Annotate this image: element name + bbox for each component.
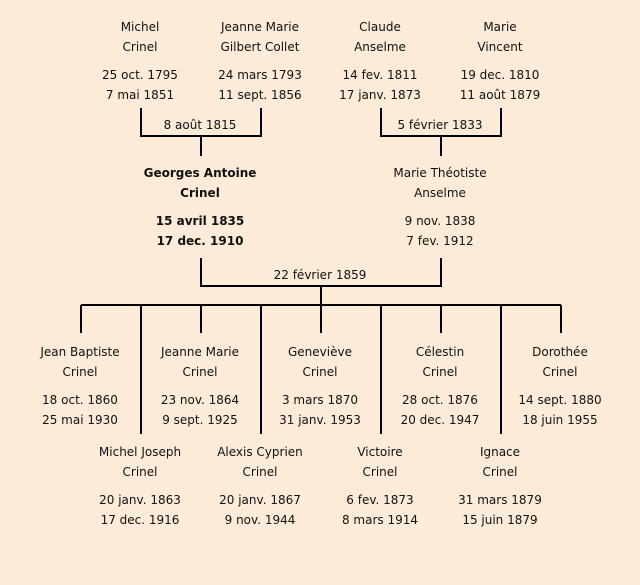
person-last-name: Crinel — [302, 365, 338, 379]
birth-date: 14 fev. 1811 — [342, 68, 418, 82]
person-dates: 31 mars 1879 15 juin 1879 — [440, 490, 560, 530]
birth-date: 3 mars 1870 — [281, 393, 359, 407]
person-dates: 23 nov. 1864 9 sept. 1925 — [140, 390, 260, 430]
person-last-name: Crinel — [182, 365, 218, 379]
death-date: 20 dec. 1947 — [400, 413, 480, 427]
person-dates: 25 oct. 1795 7 mai 1851 — [80, 65, 200, 105]
maternal-marriage-bracket — [380, 108, 502, 156]
person-first-name: Dorothée — [532, 345, 588, 359]
death-date: 17 dec. 1910 — [156, 234, 244, 248]
person-dates: 19 dec. 1810 11 août 1879 — [440, 65, 560, 105]
birth-date: 14 sept. 1880 — [518, 393, 602, 407]
death-date: 18 juin 1955 — [522, 413, 598, 427]
person-last-name: Anselme — [354, 40, 406, 54]
birth-date: 25 oct. 1795 — [102, 68, 178, 82]
person-last-name: Crinel — [542, 365, 578, 379]
marriage-date-parents: 22 février 1859 — [273, 268, 367, 282]
person-dates: 20 janv. 1863 17 dec. 1916 — [80, 490, 200, 530]
death-date: 11 août 1879 — [459, 88, 541, 102]
person-last-name: Anselme — [414, 186, 466, 200]
person-last-name: Crinel — [422, 365, 458, 379]
paternal-marriage-bracket — [140, 108, 262, 156]
person-first-name: Marie Théotiste — [393, 166, 487, 180]
person-dates: 28 oct. 1876 20 dec. 1947 — [380, 390, 500, 430]
death-date: 25 mai 1930 — [42, 413, 118, 427]
birth-date: 23 nov. 1864 — [160, 393, 240, 407]
person-last-name: Crinel — [362, 465, 398, 479]
birth-date: 31 mars 1879 — [458, 493, 542, 507]
person-last-name: Crinel — [122, 465, 158, 479]
birth-date: 20 janv. 1867 — [219, 493, 301, 507]
person-first-name: Michel — [120, 20, 160, 34]
death-date: 17 dec. 1916 — [100, 513, 180, 527]
person-dates: 18 oct. 1860 25 mai 1930 — [20, 390, 140, 430]
person-first-name: Jean Baptiste — [40, 345, 120, 359]
death-date: 9 sept. 1925 — [162, 413, 238, 427]
person-last-name: Crinel — [62, 365, 98, 379]
parents-marriage-bracket — [200, 258, 442, 305]
person-first-name: Marie — [483, 20, 517, 34]
birth-date: 6 fev. 1873 — [346, 493, 414, 507]
marriage-date-paternal: 8 août 1815 — [163, 118, 237, 132]
birth-date: 9 nov. 1838 — [404, 214, 476, 228]
death-date: 11 sept. 1856 — [218, 88, 302, 102]
death-date: 9 nov. 1944 — [224, 513, 296, 527]
person-dates: 3 mars 1870 31 janv. 1953 — [260, 390, 380, 430]
person-first-name: Jeanne Marie — [160, 345, 240, 359]
person-last-name: Crinel — [122, 40, 158, 54]
birth-date: 15 avril 1835 — [155, 214, 245, 228]
person-first-name: Georges Antoine — [143, 166, 257, 180]
person-first-name: Victoire — [357, 445, 403, 459]
person-last-name: Crinel — [242, 465, 278, 479]
marriage-date-maternal: 5 février 1833 — [397, 118, 483, 132]
birth-date: 24 mars 1793 — [218, 68, 302, 82]
person-dates: 20 janv. 1867 9 nov. 1944 — [200, 490, 320, 530]
person-last-name: Crinel — [180, 186, 220, 200]
person-dates: 14 fev. 1811 17 janv. 1873 — [320, 65, 440, 105]
person-first-name: Claude — [359, 20, 401, 34]
death-date: 8 mars 1914 — [341, 513, 419, 527]
birth-date: 20 janv. 1863 — [99, 493, 181, 507]
death-date: 17 janv. 1873 — [339, 88, 421, 102]
person-first-name: Jeanne Marie — [220, 20, 300, 34]
birth-date: 19 dec. 1810 — [460, 68, 540, 82]
person-first-name: Michel Joseph — [98, 445, 182, 459]
birth-date: 18 oct. 1860 — [42, 393, 118, 407]
child-drops-short — [80, 305, 562, 333]
person-dates: 24 mars 1793 11 sept. 1856 — [200, 65, 320, 105]
person-dates: 6 fev. 1873 8 mars 1914 — [320, 490, 440, 530]
person-first-name: Geneviève — [288, 345, 352, 359]
person-dates: 9 nov. 1838 7 fev. 1912 — [380, 211, 500, 251]
death-date: 7 fev. 1912 — [406, 234, 474, 248]
person-first-name: Alexis Cyprien — [217, 445, 303, 459]
person-last-name: Gilbert Collet — [220, 40, 300, 54]
person-dates: 15 avril 1835 17 dec. 1910 — [140, 211, 260, 251]
person-last-name: Vincent — [477, 40, 523, 54]
birth-date: 28 oct. 1876 — [402, 393, 478, 407]
person-last-name: Crinel — [482, 465, 518, 479]
person-first-name: Célestin — [415, 345, 465, 359]
death-date: 31 janv. 1953 — [279, 413, 361, 427]
death-date: 7 mai 1851 — [105, 88, 175, 102]
person-dates: 14 sept. 1880 18 juin 1955 — [500, 390, 620, 430]
person-first-name: Ignace — [479, 445, 521, 459]
child-drops-long — [140, 305, 502, 434]
death-date: 15 juin 1879 — [462, 513, 538, 527]
